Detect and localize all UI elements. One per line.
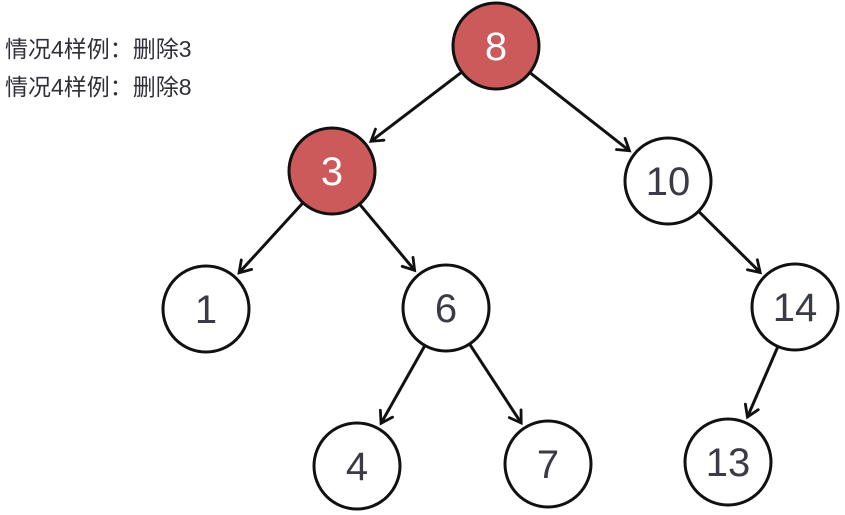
tree-edge-6-4 [378, 345, 426, 426]
node-circle-1 [161, 264, 251, 354]
node-circle-13 [683, 417, 773, 507]
node-label-4: 4 [346, 445, 368, 489]
node-label-13: 13 [706, 441, 751, 485]
node-circle-14 [750, 262, 840, 352]
tree-node-3: 3 [287, 126, 377, 216]
tree-node-6: 6 [401, 263, 491, 353]
tree-node-8: 8 [451, 1, 541, 91]
tree-node-4: 4 [312, 421, 402, 511]
node-layer: 8 3 10 1 6 14 4 7 13 [161, 1, 840, 511]
node-label-10: 10 [646, 160, 691, 204]
tree-edge-8-10 [529, 71, 632, 153]
tree-edge-3-6 [358, 203, 417, 273]
tree-node-10: 10 [623, 136, 713, 226]
node-circle-10 [623, 136, 713, 226]
node-circle-7 [503, 419, 593, 509]
caption-delete-3: 情况4样例：删除3 [5, 36, 192, 62]
node-circle-8 [451, 1, 541, 91]
node-circle-3 [287, 126, 377, 216]
tree-node-1: 1 [161, 264, 251, 354]
node-label-6: 6 [435, 287, 457, 331]
tree-edge-3-1 [237, 202, 304, 275]
tree-edge-6-7 [468, 344, 523, 426]
caption-delete-8: 情况4样例：删除8 [5, 74, 192, 100]
node-circle-6 [401, 263, 491, 353]
tree-edge-14-13 [743, 346, 779, 420]
node-label-14: 14 [773, 286, 818, 330]
node-label-1: 1 [195, 288, 217, 332]
node-label-8: 8 [485, 25, 507, 69]
tree-node-13: 13 [683, 417, 773, 507]
node-label-3: 3 [321, 150, 343, 194]
tree-node-14: 14 [750, 262, 840, 352]
edge-layer [237, 71, 779, 426]
tree-edge-10-14 [698, 210, 763, 275]
caption-block: 情况4样例：删除3 情况4样例：删除8 [5, 30, 192, 106]
tree-edge-8-3 [368, 71, 462, 143]
node-circle-4 [312, 421, 402, 511]
node-label-7: 7 [537, 443, 559, 487]
tree-node-7: 7 [503, 419, 593, 509]
